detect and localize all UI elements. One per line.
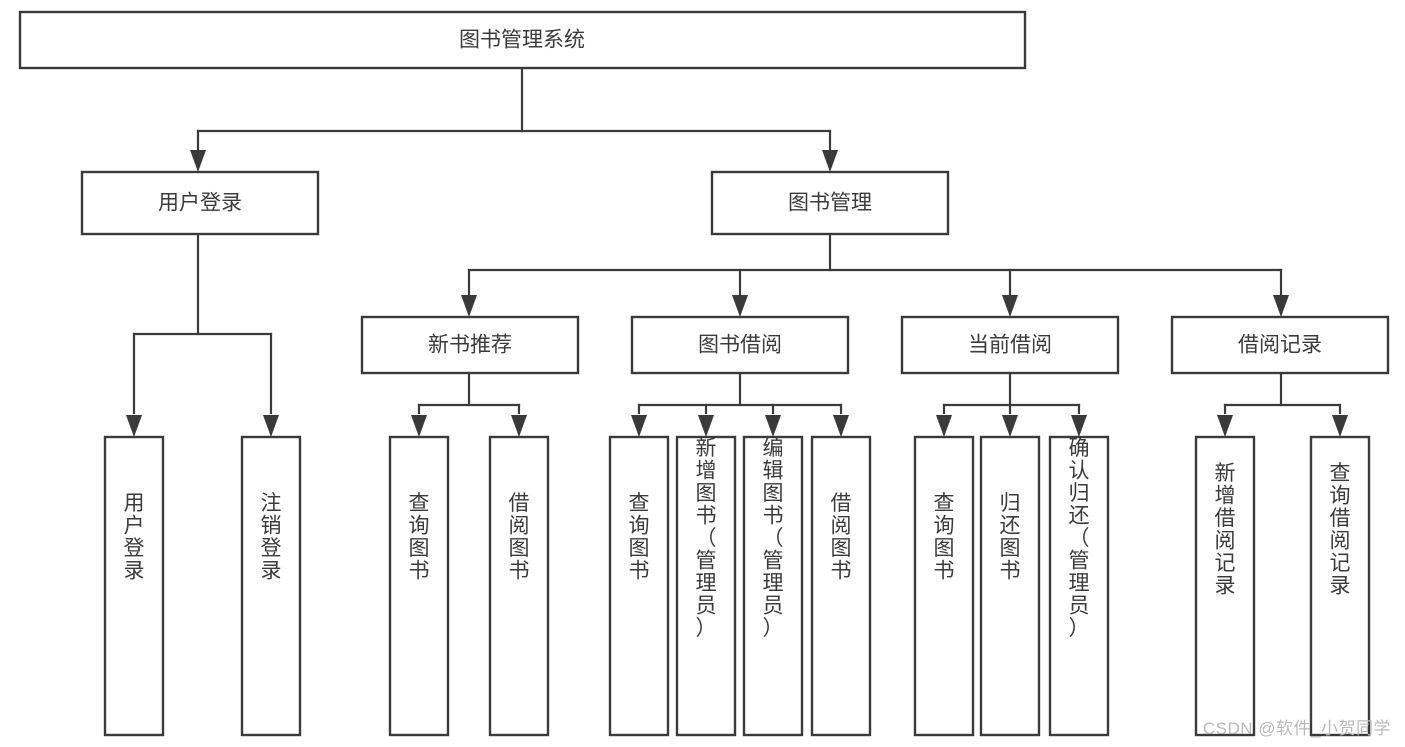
node-leaf-03[interactable]: 查询图书 <box>388 435 450 737</box>
connector-group-book-manage <box>461 232 1289 317</box>
node-borrow-record[interactable]: 借阅记录 <box>1170 315 1390 375</box>
connector-group-book-borrow <box>631 371 849 437</box>
node-leaf-08-box[interactable] <box>810 435 872 737</box>
node-book-manage-label: 图书管理 <box>788 192 872 215</box>
node-user-login-label: 用户登录 <box>158 192 242 215</box>
node-user-login-box[interactable] <box>80 170 320 236</box>
connector-group-new-book-rec <box>411 371 527 437</box>
arrow-head-book-borrow <box>732 295 748 317</box>
arrow-head-leaf-10 <box>1002 415 1018 437</box>
node-leaf-10-box[interactable] <box>979 435 1041 737</box>
connector-group-borrow-record <box>1217 371 1348 437</box>
node-leaf-10-label: 归还图书 <box>1000 492 1021 583</box>
connector-group-root <box>190 66 838 172</box>
node-leaf-09[interactable]: 查询图书 <box>913 435 975 737</box>
node-leaf-05-label: 查询图书 <box>629 492 650 583</box>
node-leaf-04-box[interactable] <box>488 435 550 737</box>
node-leaf-05[interactable]: 查询图书 <box>608 435 670 737</box>
node-leaf-07-label: 编辑图书（管理员） <box>763 437 784 640</box>
node-leaf-04[interactable]: 借阅图书 <box>488 435 550 737</box>
node-leaf-04-label: 借阅图书 <box>509 492 530 583</box>
node-root-label: 图书管理系统 <box>459 29 585 52</box>
node-leaf-02-box[interactable] <box>240 435 302 737</box>
arrow-head-current-borrow <box>1002 295 1018 317</box>
arrow-head-leaf-08 <box>833 415 849 437</box>
node-current-borrow-box[interactable] <box>900 315 1120 375</box>
node-leaf-07-box[interactable] <box>742 435 804 737</box>
node-leaf-08[interactable]: 借阅图书 <box>810 435 872 737</box>
node-book-borrow-box[interactable] <box>630 315 850 375</box>
node-leaf-06-box[interactable] <box>675 435 737 737</box>
arrow-head-leaf-07 <box>765 415 781 437</box>
arrow-head-leaf-02 <box>263 415 279 437</box>
node-root-box[interactable] <box>18 10 1027 70</box>
node-leaf-02[interactable]: 注销登录 <box>240 435 302 737</box>
node-leaf-13-box[interactable] <box>1309 435 1371 737</box>
node-new-book-rec[interactable]: 新书推荐 <box>360 315 580 375</box>
node-leaf-11-label: 确认归还（管理员） <box>1069 437 1090 640</box>
node-leaf-05-box[interactable] <box>608 435 670 737</box>
node-borrow-record-label: 借阅记录 <box>1238 334 1322 357</box>
node-user-login[interactable]: 用户登录 <box>80 170 320 236</box>
arrow-head-new-book-rec <box>461 295 477 317</box>
arrow-head-leaf-05 <box>631 415 647 437</box>
node-new-book-rec-box[interactable] <box>360 315 580 375</box>
node-leaf-12-box[interactable] <box>1194 435 1256 737</box>
node-leaf-13-label: 查询借阅记录 <box>1330 462 1351 598</box>
arrow-head-leaf-06 <box>698 415 714 437</box>
arrow-head-leaf-09 <box>936 415 952 437</box>
arrow-head-user-login <box>190 150 206 172</box>
arrow-head-leaf-01 <box>126 415 142 437</box>
node-book-borrow[interactable]: 图书借阅 <box>630 315 850 375</box>
arrow-head-borrow-record <box>1273 295 1289 317</box>
node-book-manage[interactable]: 图书管理 <box>710 170 950 236</box>
node-leaf-09-label: 查询图书 <box>934 492 955 583</box>
node-leaf-11-box[interactable] <box>1048 435 1110 737</box>
connector-group-user-login <box>126 232 279 437</box>
node-leaf-01-label: 用户登录 <box>124 492 145 583</box>
node-book-manage-box[interactable] <box>710 170 950 236</box>
node-new-book-rec-label: 新书推荐 <box>428 334 512 357</box>
node-leaf-03-box[interactable] <box>388 435 450 737</box>
node-leaf-03-label: 查询图书 <box>409 492 430 583</box>
node-leaf-06-label: 新增图书（管理员） <box>696 437 717 640</box>
node-leaf-12[interactable]: 新增借阅记录 <box>1194 435 1256 737</box>
node-leaf-01-box[interactable] <box>103 435 165 737</box>
node-leaf-07[interactable]: 编辑图书（管理员） <box>742 435 804 737</box>
node-leaf-02-label: 注销登录 <box>261 492 282 583</box>
node-current-borrow[interactable]: 当前借阅 <box>900 315 1120 375</box>
arrow-head-book-manage <box>822 150 838 172</box>
node-leaf-09-box[interactable] <box>913 435 975 737</box>
node-leaf-12-label: 新增借阅记录 <box>1215 462 1236 598</box>
node-book-borrow-label: 图书借阅 <box>698 334 782 357</box>
arrow-head-leaf-12 <box>1217 415 1233 437</box>
node-leaf-06[interactable]: 新增图书（管理员） <box>675 435 737 737</box>
node-leaf-01[interactable]: 用户登录 <box>103 435 165 737</box>
node-borrow-record-box[interactable] <box>1170 315 1390 375</box>
node-leaf-11[interactable]: 确认归还（管理员） <box>1048 435 1110 737</box>
arrow-head-leaf-04 <box>511 415 527 437</box>
arrow-head-leaf-03 <box>411 415 427 437</box>
node-root[interactable]: 图书管理系统 <box>18 10 1027 70</box>
node-leaf-13[interactable]: 查询借阅记录 <box>1309 435 1371 737</box>
arrow-head-leaf-13 <box>1332 415 1348 437</box>
node-current-borrow-label: 当前借阅 <box>968 334 1052 357</box>
node-leaf-08-label: 借阅图书 <box>831 492 852 583</box>
connector-group-current-borrow <box>936 371 1087 437</box>
node-leaf-10[interactable]: 归还图书 <box>979 435 1041 737</box>
arrow-head-leaf-11 <box>1071 415 1087 437</box>
